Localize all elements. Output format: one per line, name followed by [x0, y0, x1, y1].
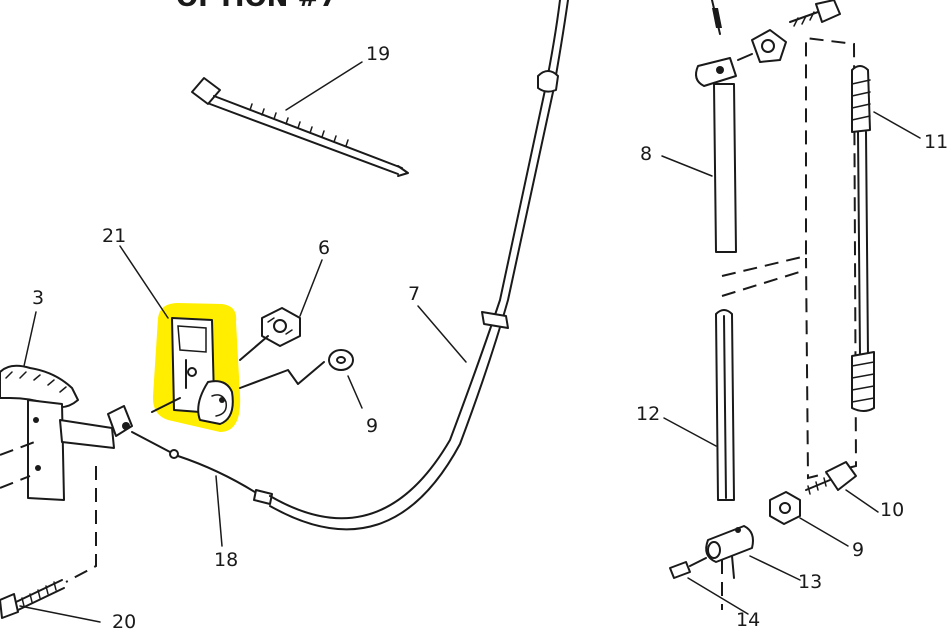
- part-3-pedal: [0, 364, 133, 501]
- callout-12: 12: [636, 403, 660, 425]
- header-text: OPTION #7: [176, 0, 337, 13]
- leader-dash-3: [0, 439, 41, 489]
- leader-3: [23, 311, 37, 367]
- leader-20: [19, 605, 101, 623]
- leader-21-9: [239, 361, 325, 389]
- callout-3: 3: [32, 287, 44, 309]
- leader-9a: [347, 375, 363, 409]
- leader-19: [285, 61, 363, 111]
- callout-7: 7: [408, 283, 420, 305]
- callout-9-right: 9: [852, 539, 864, 561]
- leader-21-3: [151, 397, 181, 413]
- part-14-screw: [669, 557, 707, 579]
- leader-14: [687, 577, 749, 615]
- callout-11: 11: [924, 131, 947, 153]
- leader-13: [749, 555, 801, 581]
- part-20-bolt: [0, 579, 65, 619]
- leader-12: [663, 417, 717, 447]
- callout-6: 6: [318, 237, 330, 259]
- part-11-spring-rod: [851, 65, 875, 412]
- dashed-guide-upper: [721, 36, 858, 480]
- leader-9b: [799, 517, 849, 547]
- callout-13: 13: [798, 571, 822, 593]
- leader-pedal-cable: [131, 431, 171, 453]
- leader-dash-20: [65, 466, 97, 583]
- part-9-nut-right: [769, 491, 801, 525]
- callout-21: 21: [102, 225, 126, 247]
- leader-10: [845, 489, 879, 513]
- part-6-nut: [261, 307, 301, 347]
- leader-21-6: [239, 335, 269, 361]
- callout-10: 10: [880, 499, 904, 521]
- part-top-bolt: [737, 0, 841, 63]
- part-21-bracket: [171, 317, 234, 425]
- part-12-rod-lower: [715, 309, 735, 501]
- leader-7: [417, 305, 467, 363]
- leader-21: [119, 245, 169, 319]
- part-7-cable: [269, 0, 569, 531]
- callout-19: 19: [366, 43, 390, 65]
- leader-6: [299, 259, 323, 317]
- part-10-bolt: [805, 461, 857, 495]
- leader-8: [661, 155, 713, 177]
- callout-20: 20: [112, 611, 136, 633]
- leader-11: [873, 111, 921, 139]
- part-9-washer-left: [328, 349, 354, 371]
- callout-14: 14: [736, 609, 760, 631]
- leader-18: [215, 475, 223, 547]
- dashed-guide-mid: [721, 269, 807, 297]
- callout-18: 18: [214, 549, 238, 571]
- part-8-rod-upper: [695, 0, 737, 253]
- callout-8: 8: [640, 143, 652, 165]
- part-18-inner-cable: [169, 449, 273, 505]
- part-13-coupler: [705, 525, 754, 579]
- callout-9-left: 9: [366, 415, 378, 437]
- part-19-cable-tie: [191, 77, 409, 177]
